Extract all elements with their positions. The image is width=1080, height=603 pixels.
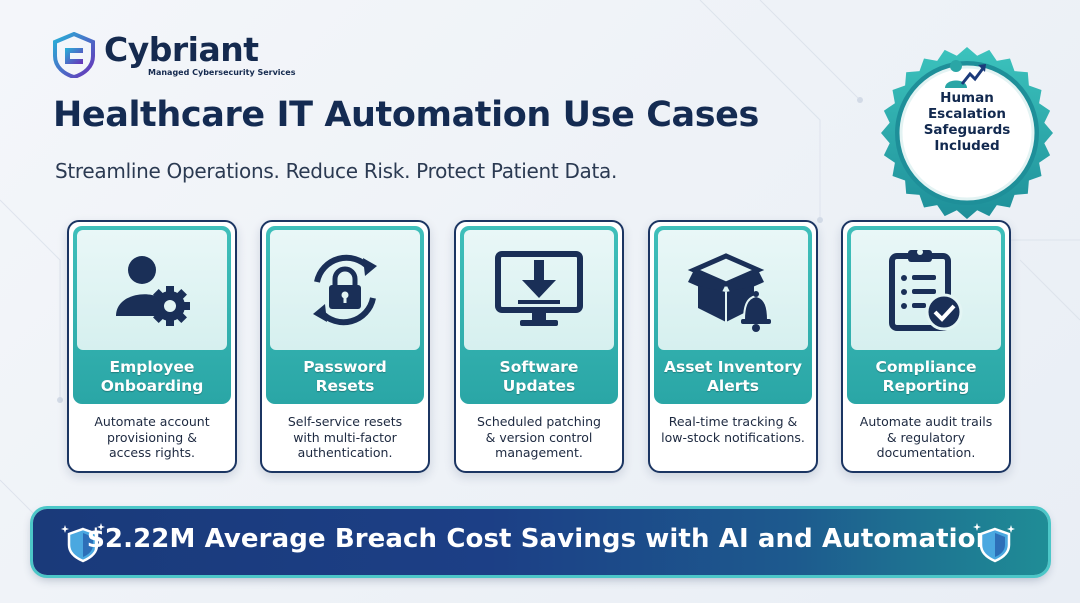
card-title: Software Updates: [499, 358, 579, 395]
person-growth-icon: [945, 60, 986, 88]
logo-shield-icon: [53, 32, 95, 78]
card-description: Automate audit trails & regulatory docum…: [859, 414, 993, 460]
card-description: Self-service resets with multi-factor au…: [287, 414, 403, 460]
card-description: Real-time tracking & low-stock notificat…: [661, 414, 805, 445]
card-title: Asset Inventory Alerts: [663, 358, 803, 395]
card-description: Scheduled patching & version control man…: [477, 414, 601, 460]
page-title: Healthcare IT Automation Use Cases: [53, 95, 759, 135]
card-title: Compliance Reporting: [875, 358, 977, 395]
user-gear-icon: [116, 256, 190, 326]
card-asset-inventory-alerts: Asset Inventory Alerts Real-time trackin…: [648, 220, 818, 473]
shield-sparkle-icon: [61, 523, 105, 563]
card-compliance-reporting: Compliance Reporting Automate audit trai…: [841, 220, 1011, 473]
savings-banner: $2.22M Average Breach Cost Savings with …: [33, 509, 1048, 575]
clipboard-check-icon: [889, 249, 963, 331]
logo-tagline: Managed Cybersecurity Services: [148, 68, 296, 77]
lock-refresh-icon: [313, 254, 377, 326]
monitor-download-icon: [495, 251, 583, 326]
card-title: Password Resets: [303, 358, 387, 395]
cybriant-logo: Cybriant Managed Cybersecurity Services: [52, 32, 295, 78]
card-description: Automate account provisioning & access r…: [94, 414, 210, 460]
card-title: Employee Onboarding: [100, 358, 204, 395]
badge-text: Human Escalation Safeguards Included: [923, 90, 1011, 154]
card-password-resets: Password Resets Self-service resets with…: [260, 220, 430, 473]
card-software-updates: Software Updates Scheduled patching & ve…: [454, 220, 624, 473]
card-employee-onboarding: Employee Onboarding Automate account pro…: [67, 220, 237, 473]
page-subtitle: Streamline Operations. Reduce Risk. Prot…: [55, 159, 618, 183]
shield-sparkle-icon: [973, 523, 1015, 563]
safeguards-badge: Human Escalation Safeguards Included: [878, 44, 1056, 222]
box-bell-icon: [687, 253, 771, 332]
logo-name: Cybriant: [104, 30, 259, 69]
banner-text: $2.22M Average Breach Cost Savings with …: [86, 524, 995, 554]
badge-seal-icon: [881, 47, 1053, 219]
